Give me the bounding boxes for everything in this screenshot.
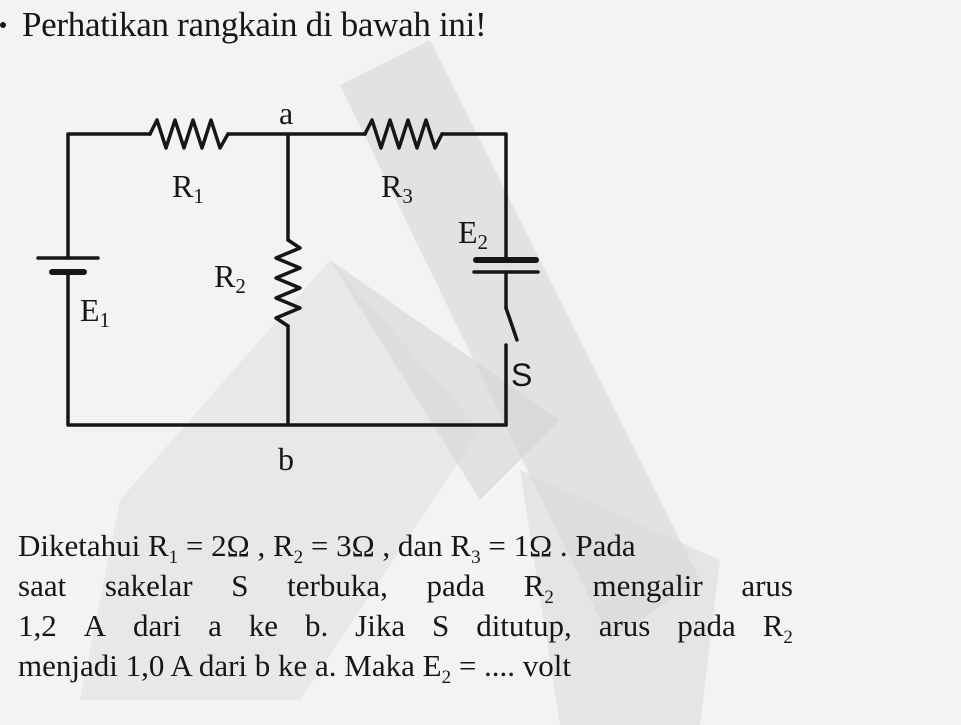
switch-s-blade <box>504 306 519 342</box>
problem-line-1: Diketahui R1 = 2Ω , R2 = 3Ω , dan R3 = 1… <box>18 528 636 568</box>
switch-s-label: S <box>511 357 532 393</box>
question-heading: Perhatikan rangkain di bawah ini! <box>22 5 487 44</box>
r3-label: R3 <box>381 168 413 208</box>
resistor-r2-symbol <box>274 238 302 328</box>
resistor-r3-symbol <box>363 118 444 150</box>
e1-label: E1 <box>80 292 110 332</box>
wire-left-bottom <box>66 270 508 427</box>
r1-label: R1 <box>172 168 204 208</box>
resistor-r1-symbol <box>148 118 230 150</box>
node-b-label: b <box>278 441 294 477</box>
list-marker <box>0 22 6 28</box>
e2-label: E2 <box>458 214 488 254</box>
problem-line-4: menjadi 1,0 A dari b ke a. Maka E2 = ...… <box>18 648 572 688</box>
wire-top-left <box>66 132 152 260</box>
problem-line-3: 1,2 A dari a ke b. Jika S ditutup, arus … <box>18 608 793 648</box>
problem-statement: Diketahui R1 = 2Ω , R2 = 3Ω , dan R3 = 1… <box>18 526 793 688</box>
r2-label: R2 <box>214 258 246 298</box>
wire-top-right <box>440 132 508 262</box>
problem-line-2: saat sakelar S terbuka, pada R2 mengalir… <box>18 568 793 608</box>
node-a-label: a <box>279 95 293 131</box>
